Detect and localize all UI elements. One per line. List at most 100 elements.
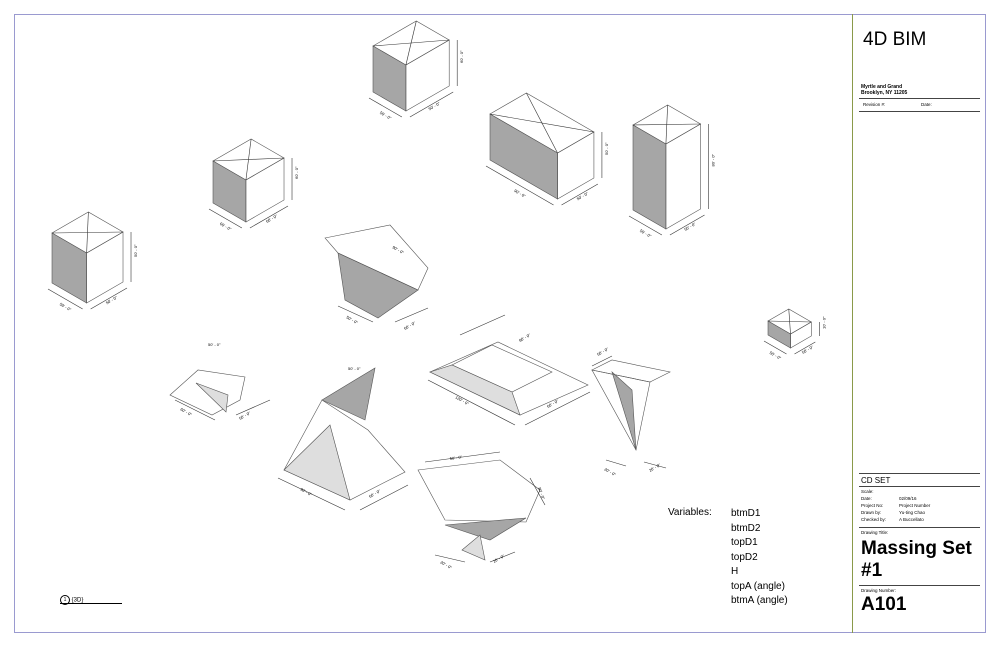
dimension-line (394, 307, 429, 323)
view-tag-name: {3D} (71, 597, 84, 604)
dimension-label: 50' - 0" (604, 142, 609, 155)
field-label-project-no: Project No: (861, 503, 884, 508)
mass-twist-large-top (321, 367, 376, 421)
mass-side-face (405, 39, 450, 112)
mass-side-face (665, 123, 701, 230)
dimension-label: 50' - 0" (639, 228, 653, 239)
drawing-title-label: Drawing Title: (861, 530, 889, 535)
sheet-border (14, 14, 986, 633)
dimension-label: 90' - 0" (300, 487, 314, 498)
dimension-line (409, 91, 454, 118)
mass-front-face (632, 124, 667, 230)
dimension-line (277, 477, 346, 511)
dimension-label: 10' - 0" (821, 316, 826, 329)
dimension-label: 60' - 0" (265, 213, 279, 224)
dimension-label: 60' - 0" (219, 221, 233, 232)
dimension-line (337, 305, 374, 323)
dimension-label: 50' - 0" (449, 454, 463, 461)
dimension-label: 60' - 0" (459, 50, 464, 63)
variable-item: btmA (angle) (731, 595, 788, 606)
divider (859, 585, 980, 586)
mass-twist-wide (417, 459, 541, 523)
mass-front-face (51, 232, 87, 304)
revision-label: Revision #: (863, 102, 886, 107)
dimension-label: 50' - 0" (596, 346, 610, 357)
field-label-date: Date: (861, 496, 872, 501)
mass-edge (788, 308, 791, 335)
dimension-label: 50' - 0" (576, 191, 590, 202)
divider (859, 111, 980, 112)
dimension-label: 60' - 0" (294, 166, 299, 179)
field-value-date: 02/09/16 (899, 496, 917, 501)
dimension-label: 50' - 0" (769, 350, 783, 361)
dimension-line (208, 208, 243, 229)
dimension-label: 50' - 0" (348, 366, 361, 371)
dimension-label: 50' - 0" (683, 221, 697, 232)
dimension-label: 50' - 0" (238, 410, 252, 421)
mass-front-face (489, 113, 558, 200)
mass-inverted-face (611, 371, 637, 451)
mass-tapered-face (337, 252, 419, 319)
mass-edge (86, 211, 89, 254)
field-value-checked-by: A Buccellato (899, 517, 924, 522)
dimension-label: 90' - 0" (513, 188, 527, 199)
field-value-project-no: Project Number (899, 503, 931, 508)
dimension-label: 60' - 0" (403, 320, 417, 331)
dimension-line (605, 459, 627, 467)
divider (859, 486, 980, 487)
dimension-line (368, 97, 403, 118)
mass-edge (405, 20, 417, 66)
dimension-label: 120' - 0" (455, 395, 471, 407)
dimension-label: 50' - 0" (59, 302, 73, 313)
variables-list: btmD1 btmD2 topD1 topD2 H topA (angle) b… (731, 507, 788, 609)
dimension-label: 60' - 0" (368, 488, 382, 499)
dimension-label: 50' - 0" (379, 110, 393, 121)
dimension-line (90, 287, 128, 310)
dimension-line (249, 205, 289, 229)
mass-side-face (557, 131, 595, 200)
dimension-line (524, 391, 591, 426)
drawing-title-line-1: Massing Set (861, 538, 972, 559)
mass-side-face (790, 321, 812, 349)
project-title: 4D BIM (863, 29, 927, 50)
drawing-title: Massing Set #1 (861, 538, 972, 582)
dimension-line (427, 379, 516, 426)
mass-side-face (245, 157, 285, 223)
dimension-line (359, 484, 409, 511)
field-label-scale: Scale: (861, 489, 874, 494)
dimension-label: 50' - 0" (346, 315, 360, 326)
divider (859, 473, 980, 474)
mass-twist-wide-face (444, 517, 527, 541)
dimension-line (174, 399, 216, 421)
address-line-2: Brooklyn, NY 11205 (861, 90, 908, 96)
dimension-line (424, 451, 501, 463)
variable-item: topD1 (731, 537, 758, 548)
variables-label: Variables: (668, 507, 712, 518)
field-label-checked-by: Checked by: (861, 517, 887, 522)
dimension-label: 80' - 0" (711, 154, 716, 167)
mass-front-face (372, 45, 407, 112)
dimension-line (591, 355, 613, 367)
drawing-number: A101 (861, 594, 907, 615)
view-tag-underline (60, 603, 122, 604)
dimension-line (485, 165, 554, 206)
dimension-line (561, 183, 599, 206)
dimension-line (529, 477, 546, 506)
dimension-label: 20' - 0" (604, 467, 618, 478)
drawing-title-line-2: #1 (861, 560, 883, 581)
mass-twist-wide-stem (461, 534, 486, 561)
dimension-label: 90' - 0" (392, 245, 406, 256)
dimension-label: 50' - 0" (428, 101, 442, 112)
variable-item: btmD2 (731, 522, 761, 534)
dimension-label: 60' - 0" (546, 398, 560, 409)
dimension-line (643, 461, 667, 469)
divider (859, 527, 980, 528)
dimension-label: 60' - 0" (180, 407, 194, 418)
dimension-label: 50' - 0" (105, 295, 119, 306)
revision-date-label: Date: (921, 102, 932, 107)
mass-plinth-face (429, 364, 521, 416)
dimension-line (459, 314, 506, 336)
dimension-label: 50' - 0" (133, 244, 138, 257)
mass-edge (665, 104, 668, 145)
mass-twist-large-face (283, 424, 351, 501)
